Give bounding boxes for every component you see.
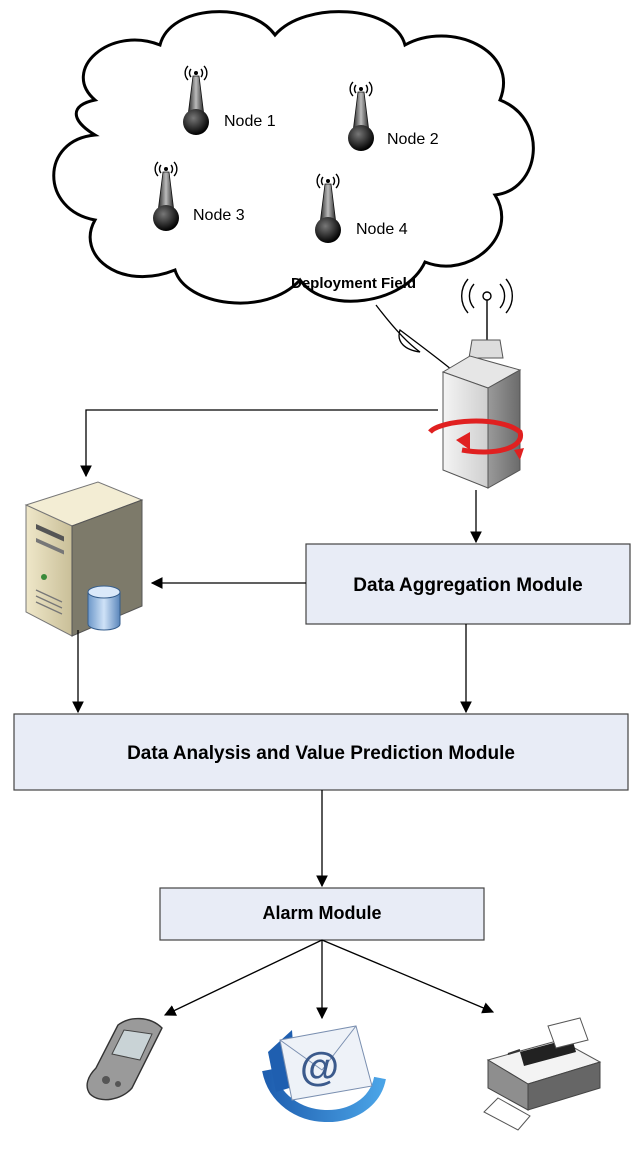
node-4: Node 4 <box>314 173 408 244</box>
gateway-to-server-arrow <box>80 409 438 478</box>
data-aggregation-module-label: Data Aggregation Module <box>353 575 582 596</box>
data-analysis-prediction-module-label: Data Analysis and Value Prediction Modul… <box>127 743 515 764</box>
alarm-module-label: Alarm Module <box>262 903 381 923</box>
connectors <box>72 409 495 1020</box>
node-1: Node 1 <box>182 65 276 136</box>
node-2-label: Node 2 <box>387 131 439 148</box>
alarm-to-fax-arrow <box>321 939 495 1014</box>
alarm-module: Alarm Module <box>159 887 485 941</box>
deployment-field-cloud <box>52 10 535 371</box>
deployment-field-label: Deployment Field <box>291 275 416 292</box>
node-4-label: Node 4 <box>356 221 408 238</box>
data-analysis-prediction-module: Data Analysis and Value Prediction Modul… <box>13 713 629 791</box>
alarm-to-phone-arrow <box>163 939 323 1016</box>
database-server-icon <box>24 481 144 637</box>
base-station-gateway-icon <box>428 278 524 489</box>
node-1-label: Node 1 <box>224 113 276 130</box>
node-2: Node 2 <box>347 81 439 152</box>
mobile-phone-icon <box>86 1017 163 1101</box>
node-3: Node 3 <box>152 161 245 232</box>
data-aggregation-module: Data Aggregation Module <box>305 543 631 625</box>
node-3-label: Node 3 <box>193 207 245 224</box>
at-sign-glyph: @ <box>300 1045 339 1089</box>
email-icon: @ <box>262 1025 386 1123</box>
fax-machine-icon <box>483 1017 602 1131</box>
